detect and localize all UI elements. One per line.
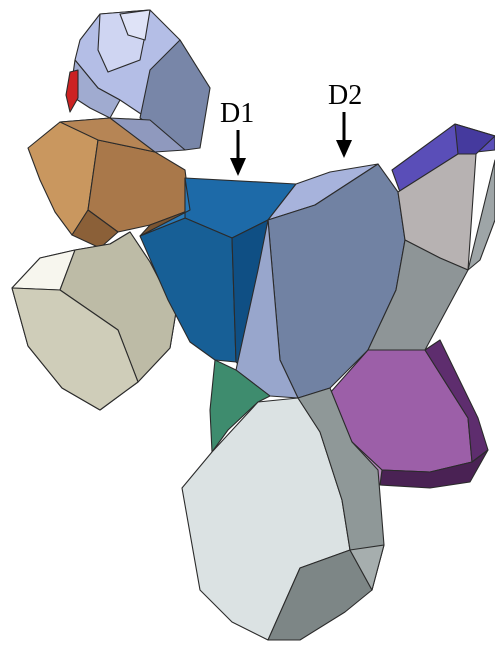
d1-annotation: D1 [220, 98, 254, 176]
red-grain-sliver [66, 70, 78, 112]
d2-label: D2 [328, 80, 362, 111]
d2-annotation: D2 [328, 80, 362, 158]
d2-arrow-head [336, 140, 352, 158]
d1-label: D1 [220, 98, 254, 129]
d1-arrow-head [230, 158, 246, 176]
